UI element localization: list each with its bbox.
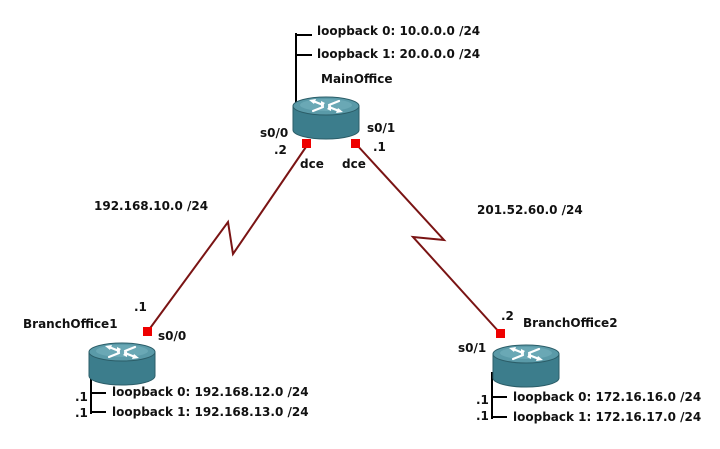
branch1-port-label: s0/0	[158, 329, 187, 343]
main-host-left-label: .2	[274, 143, 287, 157]
branch2-loopback-0-host: .1	[476, 393, 489, 407]
router-icon[interactable]	[87, 341, 157, 387]
branch1-loopback-1-host: .1	[75, 406, 88, 420]
main-dce-left-label: dce	[300, 157, 324, 171]
main-loopback-0-label: loopback 0: 10.0.0.0 /24	[317, 24, 481, 38]
port-marker-main-s0-0[interactable]	[302, 139, 311, 148]
serial-link-left	[147, 143, 309, 332]
branch2-host-label: .2	[501, 309, 514, 323]
port-marker-branch1-s0-0[interactable]	[143, 327, 152, 336]
loopback-lines-branch2	[491, 372, 507, 419]
router-name-branch2: BranchOffice2	[523, 316, 618, 330]
branch2-loopback-1-label: loopback 1: 172.16.17.0 /24	[513, 410, 702, 424]
port-marker-branch2-s0-1[interactable]	[496, 329, 505, 338]
main-host-right-label: .1	[373, 140, 386, 154]
router-name-branch1: BranchOffice1	[23, 317, 118, 331]
loopback-lines-main	[295, 33, 312, 107]
network-left-label: 192.168.10.0 /24	[94, 199, 209, 213]
branch2-loopback-1-host: .1	[476, 409, 489, 423]
branch1-loopback-0-host: .1	[75, 390, 88, 404]
network-right-label: 201.52.60.0 /24	[477, 203, 583, 217]
port-marker-main-s0-1[interactable]	[351, 139, 360, 148]
router-icon[interactable]	[491, 343, 561, 389]
branch1-host-label: .1	[134, 300, 147, 314]
router-icon[interactable]	[291, 95, 361, 141]
main-port-s0-0-label: s0/0	[260, 126, 289, 140]
branch2-loopback-0-label: loopback 0: 172.16.16.0 /24	[513, 390, 702, 404]
main-dce-right-label: dce	[342, 157, 366, 171]
branch1-loopback-1-label: loopback 1: 192.168.13.0 /24	[112, 405, 309, 419]
branch2-port-label: s0/1	[458, 341, 487, 355]
main-port-s0-1-label: s0/1	[367, 121, 396, 135]
serial-link-right	[355, 143, 501, 334]
branch1-loopback-0-label: loopback 0: 192.168.12.0 /24	[112, 385, 309, 399]
router-name-main: MainOffice	[321, 72, 393, 86]
main-loopback-1-label: loopback 1: 20.0.0.0 /24	[317, 47, 481, 61]
